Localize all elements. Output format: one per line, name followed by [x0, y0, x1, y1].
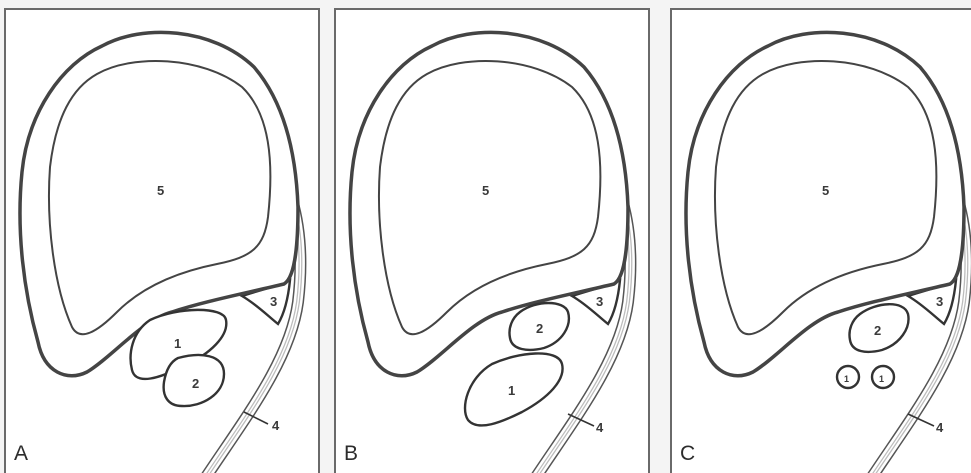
panel-letter: B [344, 443, 358, 464]
panel-c: 5 3 2 1 1 4 C [670, 8, 971, 473]
label-4: 4 [596, 420, 604, 435]
panel-c-drawing: 5 3 2 1 1 4 [672, 10, 971, 473]
label-3: 3 [596, 294, 603, 309]
panel-a-drawing: 5 3 1 2 4 [6, 10, 322, 473]
label-2: 2 [536, 321, 543, 336]
label-3: 3 [270, 294, 277, 309]
panel-b: 5 3 2 1 4 B [334, 8, 650, 473]
label-1-left: 1 [844, 374, 849, 384]
label-5: 5 [157, 183, 164, 198]
label-3: 3 [936, 294, 943, 309]
panel-letter: A [14, 443, 28, 464]
label-1-right: 1 [879, 374, 884, 384]
label-1: 1 [174, 336, 181, 351]
panel-letter: C [680, 443, 695, 464]
label-4: 4 [936, 420, 944, 435]
label-5: 5 [482, 183, 489, 198]
label-4: 4 [272, 418, 280, 433]
panel-b-drawing: 5 3 2 1 4 [336, 10, 652, 473]
label-2: 2 [192, 376, 199, 391]
label-1: 1 [508, 383, 515, 398]
label-5: 5 [822, 183, 829, 198]
panel-a: 5 3 1 2 4 A [4, 8, 320, 473]
label-2: 2 [874, 323, 881, 338]
